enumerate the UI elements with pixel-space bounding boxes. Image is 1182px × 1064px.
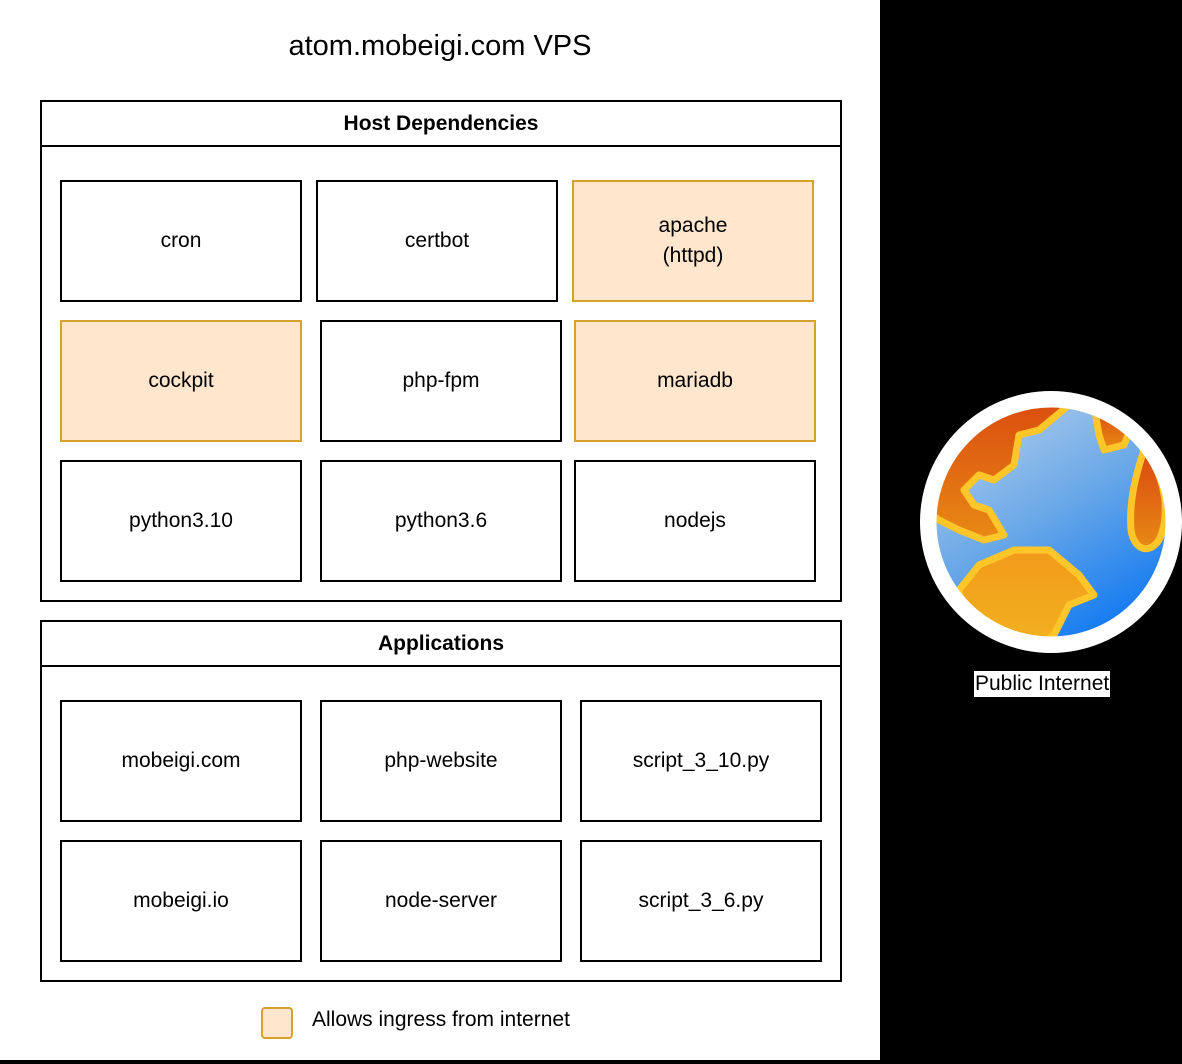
app-box-mobeigi-com[interactable]: mobeigi.com <box>60 700 302 822</box>
app-box-php-website[interactable]: php-website <box>320 700 562 822</box>
dep-box-mariadb[interactable]: mariadb <box>574 320 816 442</box>
dep-box-php-fpm[interactable]: php-fpm <box>320 320 562 442</box>
app-box-script-3-10[interactable]: script_3_10.py <box>580 700 822 822</box>
applications-header: Applications <box>42 622 840 667</box>
app-box-mobeigi-io[interactable]: mobeigi.io <box>60 840 302 962</box>
legend-ingress-swatch <box>261 1007 293 1039</box>
dep-box-nodejs[interactable]: nodejs <box>574 460 816 582</box>
app-box-script-3-6[interactable]: script_3_6.py <box>580 840 822 962</box>
globe-icon <box>920 391 1182 653</box>
legend-ingress-label: Allows ingress from internet <box>312 1008 570 1031</box>
dep-box-cron[interactable]: cron <box>60 180 302 302</box>
dep-box-cockpit[interactable]: cockpit <box>60 320 302 442</box>
dep-box-python3-6[interactable]: python3.6 <box>320 460 562 582</box>
vps-container: atom.mobeigi.com VPS Host Dependencies c… <box>0 0 880 1060</box>
dep-box-certbot[interactable]: certbot <box>316 180 558 302</box>
vps-title: atom.mobeigi.com VPS <box>288 30 592 62</box>
app-box-node-server[interactable]: node-server <box>320 840 562 962</box>
public-internet-label: Public Internet <box>974 671 1111 697</box>
host-dependencies-header: Host Dependencies <box>42 102 840 147</box>
dep-box-python3-10[interactable]: python3.10 <box>60 460 302 582</box>
dep-box-apache[interactable]: apache (httpd) <box>572 180 814 302</box>
